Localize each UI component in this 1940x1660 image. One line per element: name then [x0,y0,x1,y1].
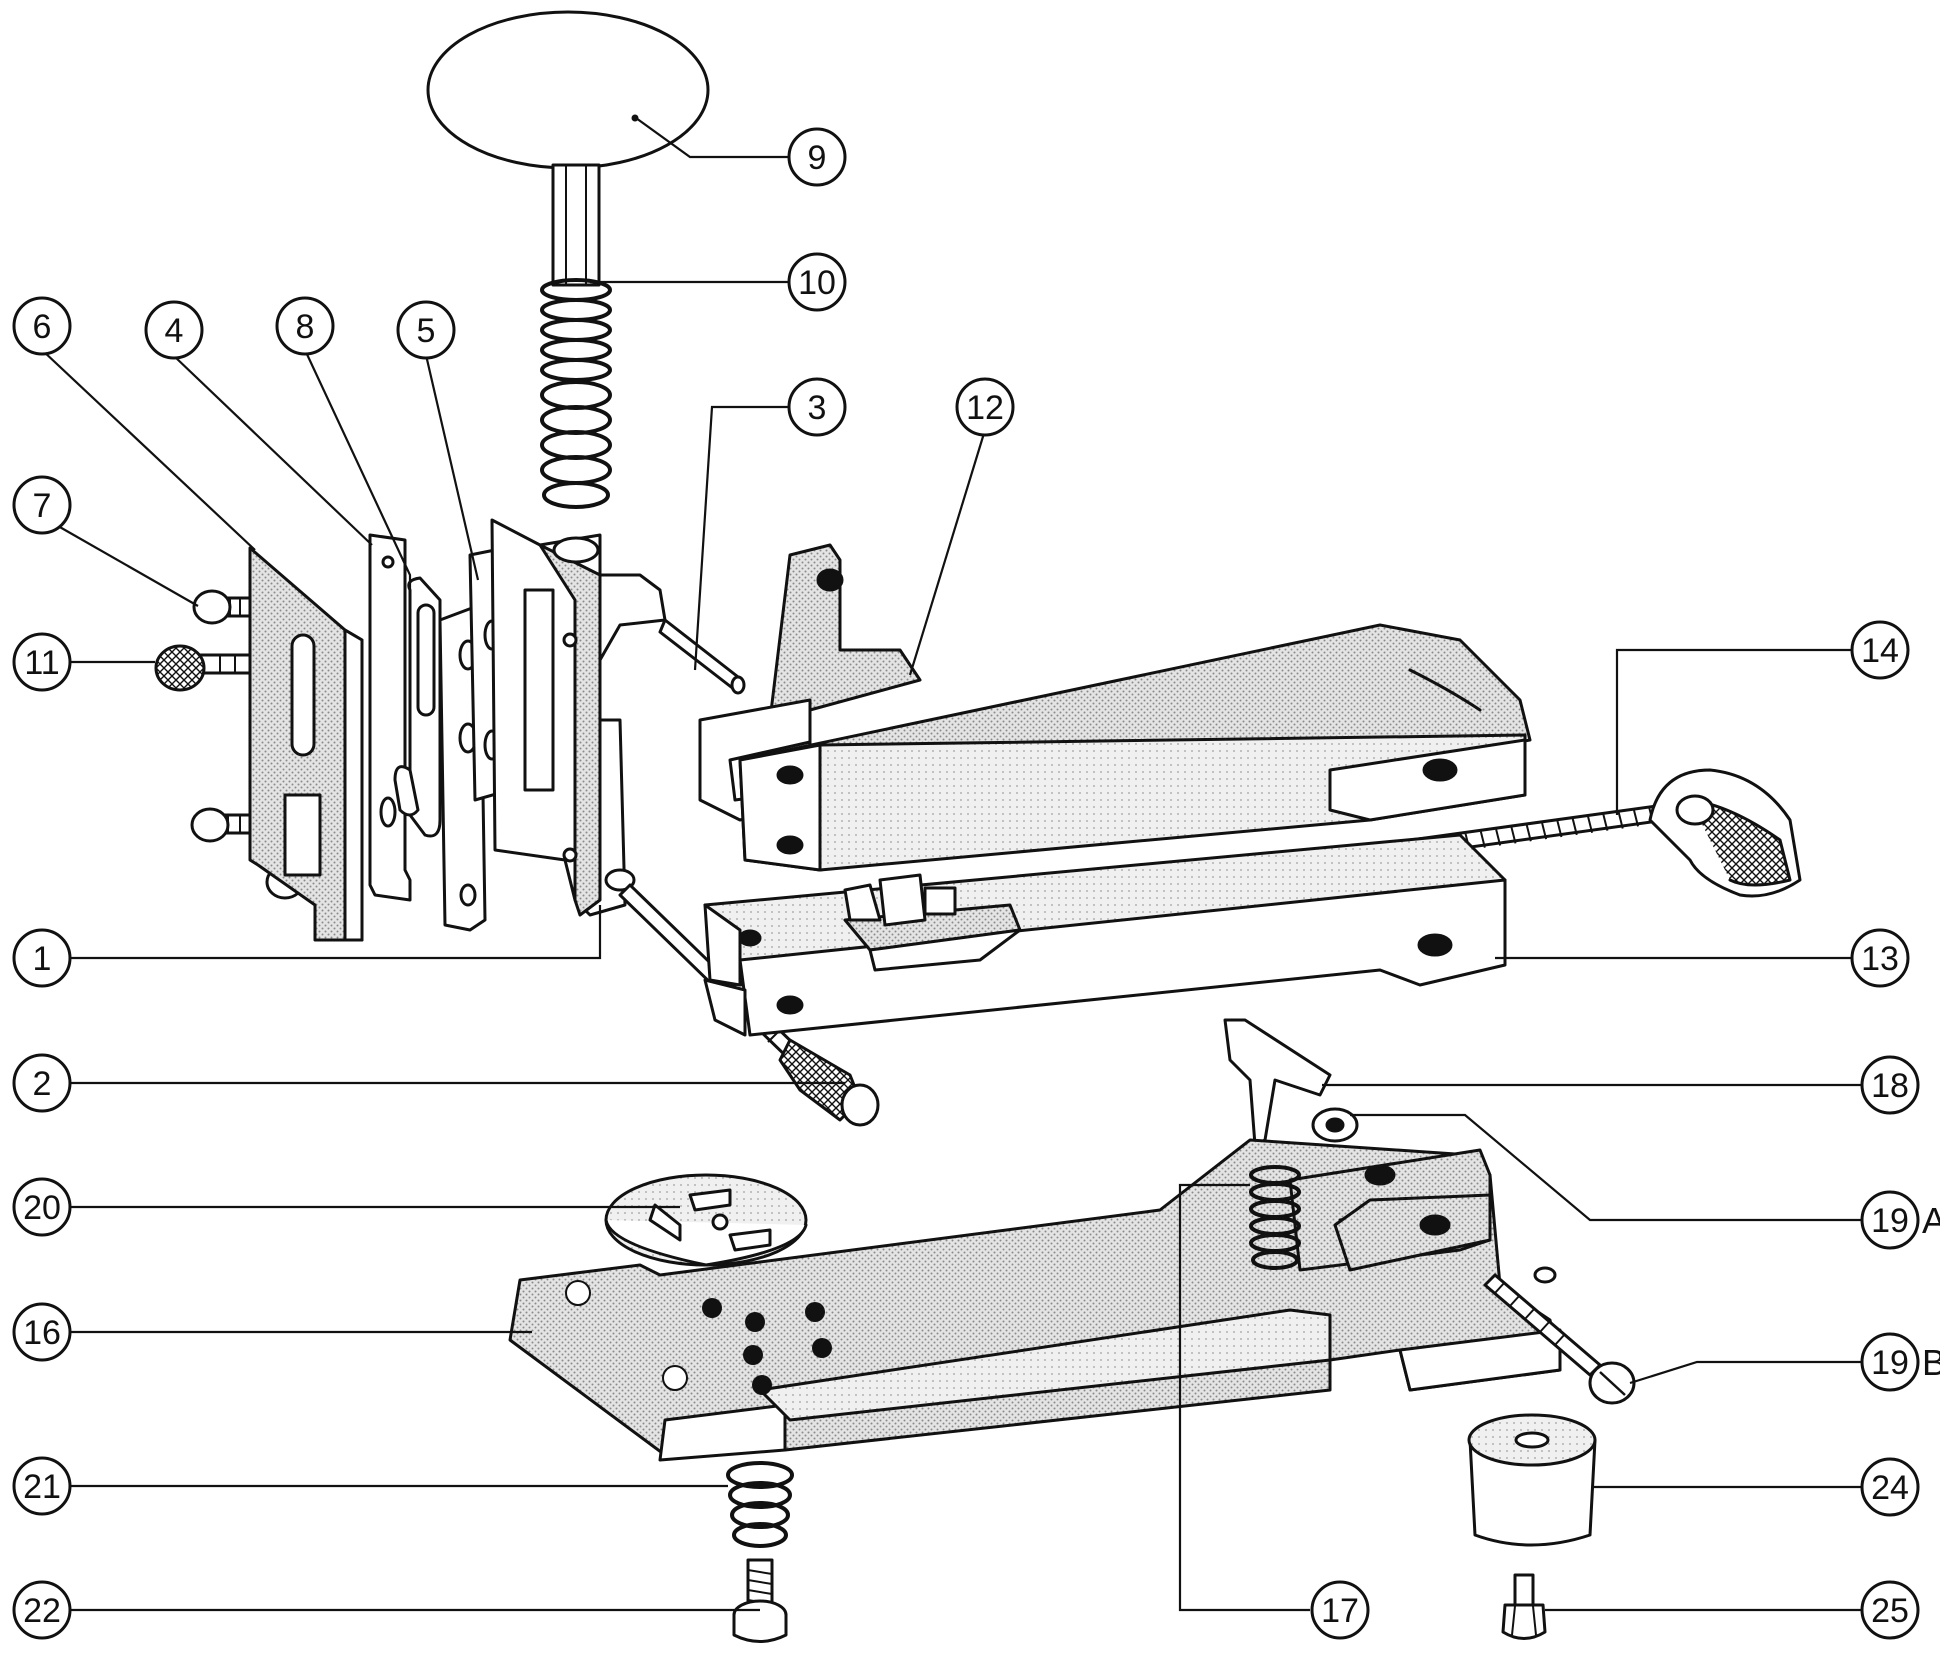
callout-circle [955,377,1015,437]
callout-number: 19 [1871,1344,1909,1382]
callout-17: 17 [1310,1580,1370,1640]
callout-number: 9 [808,139,827,177]
callout-8: 8 [275,296,335,356]
callout-number: 20 [23,1189,61,1227]
part-24-cap [1467,1413,1597,1547]
callout-suffix: B [1922,1342,1940,1383]
callout-number: 4 [165,312,184,350]
callout-circle [1860,1332,1920,1392]
part-8-spring-clip [393,576,442,838]
part-6-cover-plate [248,546,364,942]
callout-circle [12,928,72,988]
callout-number: 13 [1861,940,1899,978]
callout-14: 14 [1850,620,1910,680]
part-21-spring [726,1461,794,1548]
callout-number: 8 [296,308,315,346]
callout-5: 5 [396,300,456,360]
callout-3: 3 [787,377,847,437]
callout-18: 18 [1860,1055,1920,1115]
callout-circle [1850,620,1910,680]
callout-number: 17 [1321,1592,1359,1630]
callout-7: 7 [12,475,72,535]
callout-circle [1860,1580,1920,1640]
callout-circle [12,632,72,692]
part-19a-roller [1311,1107,1359,1143]
callout-circle [12,475,72,535]
callout-circle [144,300,204,360]
callout-circle [1850,928,1910,988]
callout-circle [396,300,456,360]
callout-number: 1 [33,940,52,978]
part-19b-screw [1483,1273,1636,1405]
callout-19b: 19 B [1860,1332,1940,1392]
part-20-disc [604,1173,808,1267]
callout-9: 9 [787,127,847,187]
callout-11: 11 [12,632,72,692]
part-18-t-pin [1223,1018,1332,1147]
callout-circle [1860,1190,1920,1250]
callout-circle [1860,1055,1920,1115]
part-22-screw [732,1558,788,1643]
callout-number: 11 [24,644,59,682]
callout-number: 16 [23,1314,61,1352]
callout-number: 12 [966,389,1004,427]
callout-circle [12,1580,72,1640]
callout-13: 13 [1850,928,1910,988]
callout-circle [12,296,72,356]
callout-number: 7 [33,487,52,525]
callout-circle [12,1302,72,1362]
callout-2: 2 [12,1053,72,1113]
callout-number: 21 [23,1468,61,1506]
part-4-thin-plate [368,533,412,902]
part-12-upper-slide [698,543,1532,872]
callout-24: 24 [1860,1457,1920,1517]
callout-22: 22 [12,1580,72,1640]
callout-circle [1860,1457,1920,1517]
part-10-plunger-spring [540,163,612,509]
part-17-spring [1249,1165,1301,1270]
part-16-base [508,1138,1562,1462]
part-9-knob [426,10,710,170]
callout-4: 4 [144,300,204,360]
callout-16: 16 [12,1302,72,1362]
part-25-stud [1501,1573,1547,1640]
callout-number: 25 [1871,1592,1909,1630]
callout-number: 5 [417,312,436,350]
callout-circle [12,1053,72,1113]
callout-number: 6 [33,308,52,346]
callout-12: 12 [955,377,1015,437]
leader-lines [41,117,1862,1612]
callout-21: 21 [12,1456,72,1516]
callout-19a: 19 A [1860,1190,1940,1250]
callout-10: 10 [787,252,847,312]
callout-25: 25 [1860,1580,1920,1640]
callout-6: 6 [12,296,72,356]
callout-1: 1 [12,928,72,988]
callout-circle [12,1177,72,1237]
callout-circle [1310,1580,1370,1640]
callout-circle [275,296,335,356]
callout-circle [787,377,847,437]
callout-number: 14 [1861,632,1899,670]
callout-number: 19 [1871,1202,1909,1240]
part-3-pin [658,618,746,695]
callout-number: 22 [23,1592,61,1630]
callout-20: 20 [12,1177,72,1237]
callout-number: 2 [33,1065,52,1103]
callout-number: 18 [1871,1067,1909,1105]
callout-suffix: A [1922,1200,1940,1241]
callout-circle [12,1456,72,1516]
callout-circle [787,252,847,312]
part-1-main-block [490,518,667,917]
callout-circle [787,127,847,187]
callout-number: 3 [808,389,827,427]
part-13-lower-slide [703,833,1507,1037]
callout-number: 24 [1871,1469,1909,1507]
callout-number: 10 [798,264,836,302]
